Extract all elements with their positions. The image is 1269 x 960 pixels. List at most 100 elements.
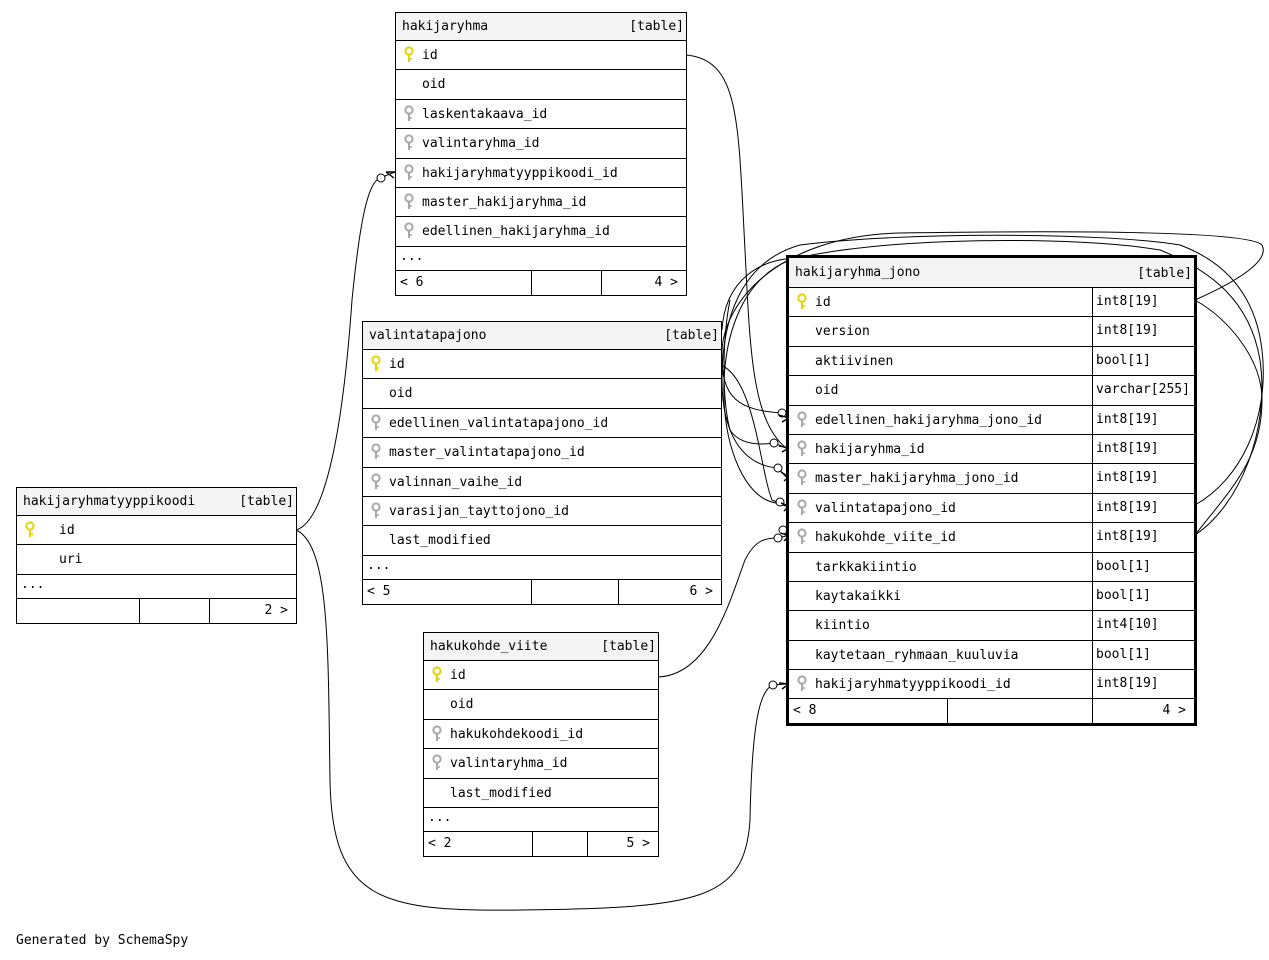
column-row[interactable]: oid bbox=[396, 70, 686, 100]
parents-count[interactable]: < 5 bbox=[367, 583, 391, 599]
column-row[interactable]: valinnan_vaihe_id bbox=[363, 468, 721, 497]
foreign-key-icon bbox=[432, 725, 442, 743]
children-count[interactable]: 5 > bbox=[626, 835, 650, 851]
table-valintatapajono[interactable]: valintatapajono [table] id oid edellinen_v… bbox=[362, 321, 722, 605]
column-type: varchar[255] bbox=[1092, 376, 1194, 405]
column-type: bool[1] bbox=[1092, 346, 1194, 376]
column-row[interactable]: id bbox=[424, 661, 658, 691]
foreign-key-icon bbox=[432, 754, 442, 772]
column-name: uri bbox=[59, 552, 83, 568]
column-name: valintaryhma_id bbox=[422, 136, 540, 152]
column-type: int8[19] bbox=[1092, 670, 1194, 699]
column-row[interactable]: uri bbox=[17, 545, 296, 575]
column-row[interactable]: hakukohdekoodi_id bbox=[424, 720, 658, 750]
column-name: id bbox=[450, 668, 466, 683]
table-name: valintatapajono bbox=[369, 328, 487, 343]
children-count[interactable]: 4 > bbox=[654, 274, 678, 290]
table-header: valintatapajono [table] bbox=[363, 322, 721, 350]
foreign-key-icon bbox=[404, 222, 414, 240]
table-footer: < 8 4 > bbox=[789, 699, 1194, 724]
column-row[interactable]: edellinen_hakijaryhma_id bbox=[396, 217, 686, 247]
column-row[interactable]: varasijan_tayttojono_id bbox=[363, 497, 721, 527]
column-row[interactable]: master_valintatapajono_id bbox=[363, 438, 721, 468]
table-footer: < 6 4 > bbox=[396, 270, 686, 295]
primary-key-icon bbox=[25, 521, 35, 539]
foreign-key-icon bbox=[404, 134, 414, 152]
more-columns: ... bbox=[424, 808, 658, 832]
column-row[interactable]: id bbox=[363, 350, 721, 380]
column-name: master_valintatapajono_id bbox=[389, 445, 585, 461]
column-row[interactable]: oid bbox=[363, 379, 721, 409]
children-count[interactable]: 6 > bbox=[689, 583, 713, 599]
column-name: oid bbox=[389, 386, 413, 402]
children-count[interactable]: 4 > bbox=[1162, 703, 1186, 719]
table-footer: < 5 6 > bbox=[363, 579, 721, 604]
column-row[interactable]: oid bbox=[424, 690, 658, 720]
primary-key-icon bbox=[432, 666, 442, 684]
column-type: int4[10] bbox=[1092, 611, 1194, 640]
column-row[interactable]: valintaryhma_id bbox=[424, 749, 658, 779]
edge-valintatapajono-id bbox=[720, 364, 787, 507]
column-name: edellinen_hakijaryhma_jono_id bbox=[815, 412, 1042, 428]
more-columns: ... bbox=[396, 247, 686, 271]
parents-count[interactable]: < 2 bbox=[428, 835, 452, 851]
column-name: laskentakaava_id bbox=[422, 106, 548, 122]
column-row[interactable]: hakijaryhmatyyppikoodi_id bbox=[396, 159, 686, 188]
table-header: hakijaryhmatyyppikoodi [table] bbox=[17, 488, 296, 516]
column-row[interactable]: id bbox=[17, 516, 296, 546]
column-row[interactable]: edellinen_hakijaryhma_jono_id int8[19] bbox=[789, 405, 1194, 435]
parents-count[interactable]: < 6 bbox=[400, 274, 424, 290]
column-row[interactable]: valintaryhma_id bbox=[396, 129, 686, 159]
column-type: bool[1] bbox=[1092, 581, 1194, 611]
foreign-key-icon bbox=[404, 193, 414, 211]
column-name: master_hakijaryhma_id bbox=[422, 194, 587, 210]
column-row[interactable]: last_modified bbox=[424, 779, 658, 808]
column-name: id bbox=[59, 523, 75, 538]
column-row[interactable]: laskentakaava_id bbox=[396, 100, 686, 130]
foreign-key-icon bbox=[371, 472, 381, 491]
column-name: valintaryhma_id bbox=[450, 756, 568, 772]
column-row[interactable]: last_modified bbox=[363, 526, 721, 556]
column-name: id bbox=[422, 48, 438, 63]
foreign-key-icon bbox=[404, 105, 414, 123]
column-name: hakijaryhma_id bbox=[815, 441, 925, 457]
foreign-key-icon bbox=[797, 528, 807, 546]
table-type: [table] bbox=[664, 328, 719, 343]
column-row[interactable]: id bbox=[396, 41, 686, 71]
column-row[interactable]: edellinen_valintatapajono_id bbox=[363, 409, 721, 439]
children-count[interactable]: 2 > bbox=[264, 602, 288, 618]
table-footer: < 2 5 > bbox=[424, 831, 658, 856]
primary-key-icon bbox=[404, 46, 414, 64]
more-columns: ... bbox=[363, 556, 721, 580]
table-footer: 2 > bbox=[17, 598, 296, 623]
column-row[interactable]: master_hakijaryhma_id bbox=[396, 188, 686, 218]
parents-count[interactable]: < 8 bbox=[793, 703, 817, 719]
foreign-key-icon bbox=[797, 410, 807, 429]
column-type: int8[19] bbox=[1092, 523, 1194, 552]
table-name: hakijaryhmatyyppikoodi bbox=[23, 494, 196, 509]
primary-key-icon bbox=[371, 355, 381, 373]
table-header: hakukohde_viite [table] bbox=[424, 633, 658, 661]
column-name: hakijaryhmatyyppikoodi_id bbox=[422, 165, 618, 181]
column-name: last_modified bbox=[389, 533, 491, 549]
table-name: hakukohde_viite bbox=[430, 639, 548, 654]
column-name: oid bbox=[422, 77, 446, 93]
column-type: int8[19] bbox=[1092, 405, 1194, 434]
